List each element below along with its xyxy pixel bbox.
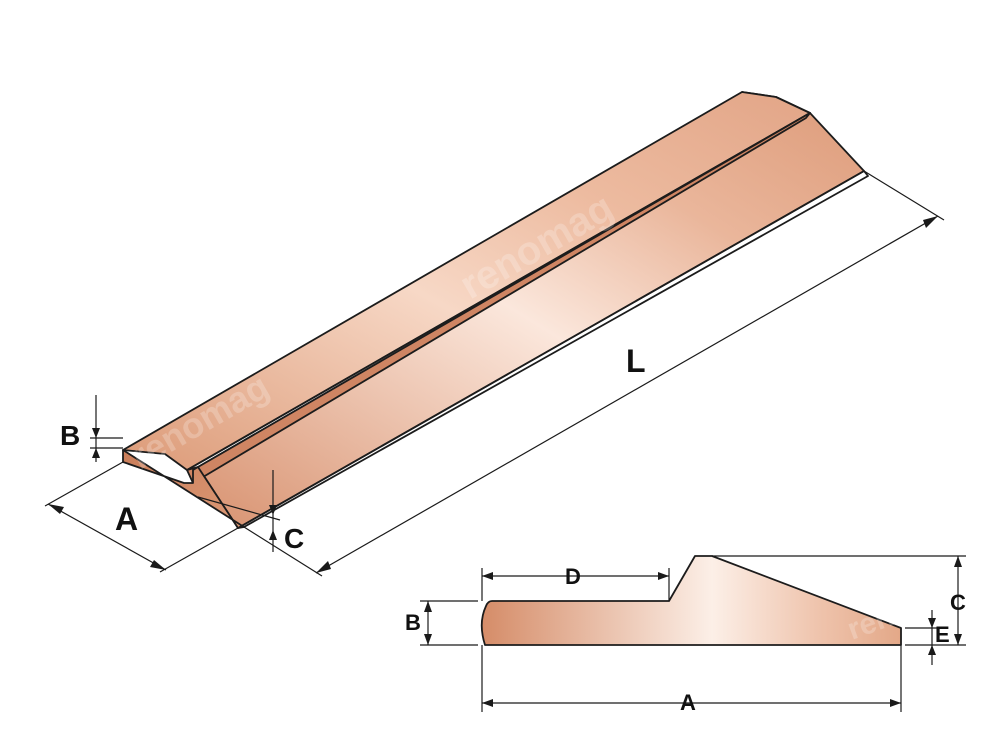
dimension-E-profile: E [905,610,950,665]
label-A-profile: A [680,690,696,715]
profile-section: renomag [480,555,973,647]
bar-end-face [122,449,245,529]
dimension-A-iso: A [44,461,239,573]
dimension-D: D [481,564,670,601]
label-B-iso: B [60,420,80,451]
label-L: L [626,343,646,379]
dimension-A-profile: A [481,645,902,715]
label-B-profile: B [405,610,421,635]
dimension-B-iso: B [60,395,123,462]
profile-shape [480,555,902,646]
dimension-B-profile: B [405,600,478,646]
isometric-bar: renomag renomag [122,91,869,529]
dimension-L: L [243,170,945,577]
label-D: D [565,564,581,589]
dimension-C-iso: C [197,470,304,554]
label-C-iso: C [284,523,304,554]
label-A-iso: A [115,501,138,537]
label-E-profile: E [935,622,950,647]
label-C-profile: C [950,590,966,615]
bar-ridge-face [186,112,811,484]
bar-sloped-surface [197,112,865,529]
bar-bottom-edge [237,170,869,529]
dimension-C-profile: C [712,555,966,646]
